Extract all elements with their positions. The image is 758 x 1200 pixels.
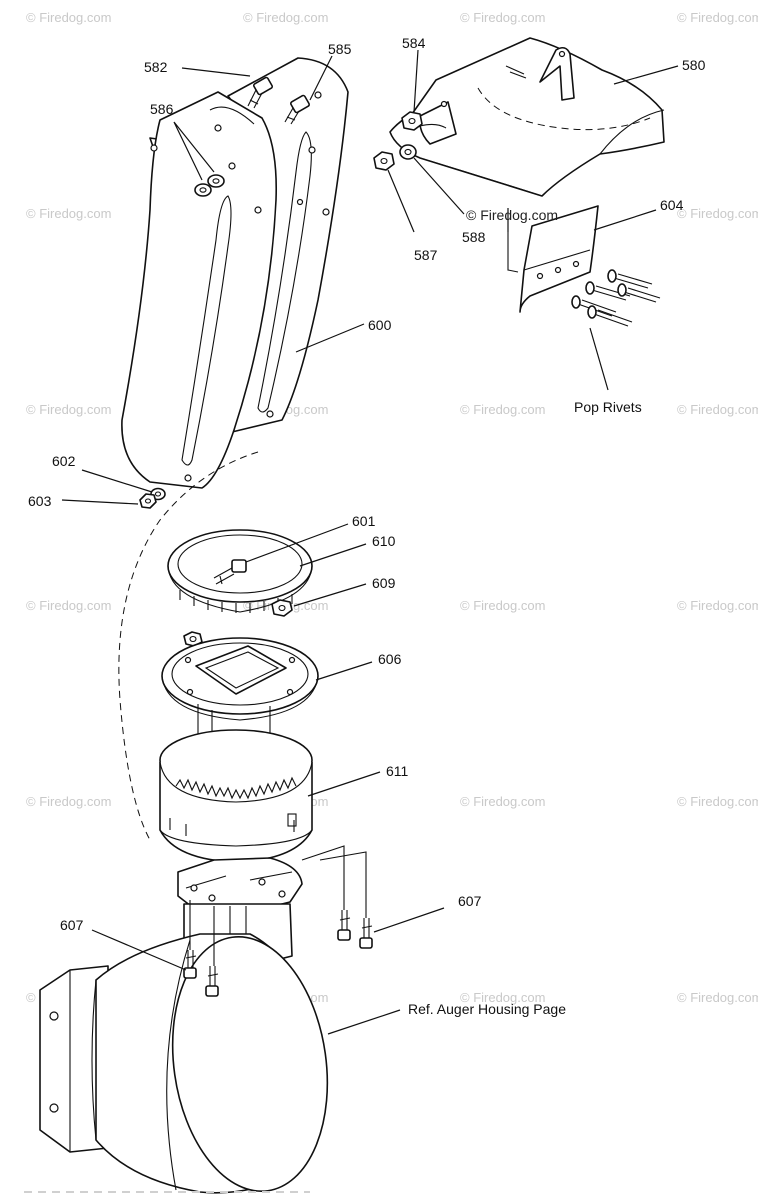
callout-601: 601 [352, 513, 376, 529]
discharge-cylinder [39, 933, 329, 1194]
callout-600: 600 [368, 317, 392, 333]
bolt-601 [213, 559, 247, 585]
washer-602-nut-603 [139, 487, 166, 509]
screw-607-right-a [337, 910, 351, 941]
watermark: © Firedog.com [26, 206, 111, 221]
nut-584 [401, 111, 423, 131]
watermark: © Firedog.com [677, 10, 758, 25]
bolt-582 [247, 76, 273, 109]
deflector-580 [389, 37, 665, 197]
watermark: © Firedog.com [26, 794, 111, 809]
gear-ring-611 [159, 729, 313, 863]
callout-582: 582 [144, 59, 168, 75]
callout-604: 604 [660, 197, 684, 213]
callout-580: 580 [682, 57, 706, 73]
callout-585: 585 [328, 41, 352, 57]
watermark: © Firedog.com [26, 598, 111, 613]
watermark: © Firedog.com [460, 402, 545, 417]
deflector-plate-604 [507, 205, 599, 313]
pop-rivets-note: Pop Rivets [574, 399, 642, 415]
watermark: © Firedog.com [26, 10, 111, 25]
callout-602: 602 [52, 453, 76, 469]
pop-rivets [571, 269, 661, 327]
callout-607-right: 607 [458, 893, 482, 909]
flange-plate-606 [161, 637, 319, 721]
lower-base-plate [177, 857, 303, 913]
screw-607-left-a [183, 950, 197, 979]
callout-586: 586 [150, 101, 174, 117]
watermark: © Firedog.com [26, 402, 111, 417]
watermark: © Firedog.com [460, 598, 545, 613]
upper-chute-600 [121, 57, 349, 489]
watermark: © Firedog.com [677, 794, 758, 809]
watermark-overlay: © Firedog.com [466, 207, 558, 223]
watermark: © Firedog.com [460, 794, 545, 809]
callout-609: 609 [372, 575, 396, 591]
callout-603: 603 [28, 493, 52, 509]
callout-611: 611 [386, 763, 409, 779]
watermark: © Firedog.com [677, 402, 758, 417]
screw-607-right-b [359, 918, 373, 949]
watermark: © Firedog.com [677, 990, 758, 1005]
watermark: © Firedog.com [460, 990, 545, 1005]
washers-586 [194, 174, 225, 197]
screw-607-left-b [205, 966, 219, 997]
watermark: © Firedog.com [677, 206, 758, 221]
ref-auger-housing-note: Ref. Auger Housing Page [408, 1001, 566, 1017]
watermark: © Firedog.com [677, 598, 758, 613]
bolt-585 [284, 94, 310, 125]
watermark: © Firedog.com [243, 10, 328, 25]
washer-588 [399, 144, 417, 160]
watermark: © Firedog.com [460, 10, 545, 25]
nut-609 [271, 599, 293, 617]
leader-lines [61, 49, 679, 1035]
callout-584: 584 [402, 35, 426, 51]
callout-labels: 582 585 586 584 580 587 588 © Firedog.co… [28, 35, 706, 1017]
callout-610: 610 [372, 533, 396, 549]
nut-587 [373, 151, 395, 171]
callout-606: 606 [378, 651, 402, 667]
callout-607-left: 607 [60, 917, 84, 933]
callout-588: 588 [462, 229, 486, 245]
callout-587: 587 [414, 247, 438, 263]
